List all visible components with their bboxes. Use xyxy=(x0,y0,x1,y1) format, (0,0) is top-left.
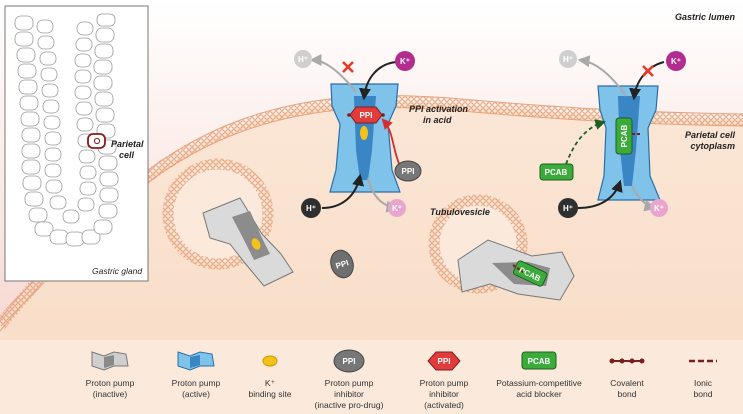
pcab-bound-active: PCAB xyxy=(615,117,633,155)
binding-site-center xyxy=(360,126,368,140)
parietal-cell-highlight xyxy=(87,133,106,149)
k-ion-out-right: K⁺ xyxy=(650,199,668,217)
svg-text:H⁺: H⁺ xyxy=(298,55,308,64)
svg-text:PPI: PPI xyxy=(438,357,451,366)
svg-text:K⁺: K⁺ xyxy=(654,204,664,213)
legend-pump-inactive-line2: (inactive) xyxy=(93,389,128,399)
k-ion-out-center: K⁺ xyxy=(388,199,406,217)
svg-text:PPI: PPI xyxy=(343,357,356,366)
ppi-approaching: PPI xyxy=(394,160,422,182)
parietal-cell-label-1: Parietal xyxy=(111,139,144,149)
legend-icon-binding-site xyxy=(262,355,278,367)
svg-text:PCAB: PCAB xyxy=(545,168,568,177)
block-x-right xyxy=(642,65,654,77)
legend-captions: Proton pump (inactive) Proton pump (acti… xyxy=(86,378,713,410)
pcab-bound-inactive: PCAB xyxy=(513,260,548,287)
gastric-lumen-label: Gastric lumen xyxy=(675,12,736,22)
legend-ppi-active-line3: (activated) xyxy=(424,400,464,410)
legend-covalent-line1: Covalent xyxy=(610,378,644,388)
svg-text:H⁺: H⁺ xyxy=(563,204,573,213)
svg-text:H⁺: H⁺ xyxy=(306,204,316,213)
legend-pcab-line1: Potassium-competitive xyxy=(496,378,582,388)
pcab-approaching: PCAB xyxy=(539,163,574,181)
svg-text:PPI: PPI xyxy=(360,111,373,120)
tubulovesicle-left xyxy=(162,158,294,287)
ppi-activated-bound: PPI xyxy=(349,106,383,124)
binding-site-left xyxy=(251,238,261,250)
svg-text:H⁺: H⁺ xyxy=(563,55,573,64)
legend-icon-pump-inactive xyxy=(91,351,129,371)
svg-text:K⁺: K⁺ xyxy=(392,204,402,213)
tubulovesicle-label: Tubulovesicle xyxy=(430,207,490,217)
parietal-cell-label-2: cell xyxy=(119,150,135,160)
legend-icon-ppi-inactive: PPI xyxy=(333,349,365,373)
legend-icon-ppi-active: PPI xyxy=(427,351,461,371)
tubulovesicle-right: PCAB Tubulovesicle xyxy=(428,194,575,301)
proton-pump-active-ppi: PPI xyxy=(329,83,401,193)
svg-text:PCAB: PCAB xyxy=(528,357,551,366)
parietal-cytoplasm-label-2: cytoplasm xyxy=(690,141,735,151)
legend-ppi-inactive-line3: (inactive pro-drug) xyxy=(315,400,384,410)
gastric-gland-inset: Parietal cell Gastric gland xyxy=(4,5,149,282)
svg-text:PPI: PPI xyxy=(335,258,350,271)
legend-ppi-active-line1: Proton pump xyxy=(420,378,469,388)
ppi-activation-label-2: in acid xyxy=(423,115,452,125)
legend-covalent-line2: bond xyxy=(618,389,637,399)
ppi-floating: PPI xyxy=(330,249,354,279)
legend-icon-covalent-bond xyxy=(609,358,645,364)
legend-panel xyxy=(0,340,743,414)
legend-icon-pcab: PCAB xyxy=(521,351,557,370)
k-ion-in-right: K⁺ xyxy=(666,51,686,71)
legend-ppi-inactive-line2: inhibitor xyxy=(334,389,364,399)
h-ion-out-center: H⁺ xyxy=(294,50,312,68)
legend-ionic-line1: Ionic xyxy=(694,378,713,388)
gastric-gland-label: Gastric gland xyxy=(92,266,142,276)
h-ion-out-right: H⁺ xyxy=(559,50,577,68)
svg-text:PPI: PPI xyxy=(402,167,415,176)
legend-binding-line1: K⁺ xyxy=(265,378,276,388)
k-ion-in-center: K⁺ xyxy=(395,51,415,71)
legend-ionic-line2: bond xyxy=(694,389,713,399)
legend-ppi-inactive-line1: Proton pump xyxy=(325,378,374,388)
legend-pump-inactive-line1: Proton pump xyxy=(86,378,135,388)
ppi-activation-label-1: PPI activation xyxy=(409,104,469,114)
legend-pcab-line2: acid blocker xyxy=(516,389,562,399)
svg-text:K⁺: K⁺ xyxy=(671,57,681,66)
svg-text:K⁺: K⁺ xyxy=(400,57,410,66)
block-x-center xyxy=(342,61,354,73)
legend-pump-active-line2: (active) xyxy=(182,389,210,399)
parietal-cytoplasm-label-1: Parietal cell xyxy=(685,130,736,140)
legend-icon-pump-active xyxy=(177,351,215,371)
svg-text:PCAB: PCAB xyxy=(620,124,629,147)
legend-pump-active-line1: Proton pump xyxy=(172,378,221,388)
legend-binding-line2: binding site xyxy=(248,389,291,399)
proton-pump-active-pcab: PCAB xyxy=(597,85,661,201)
h-ion-in-right: H⁺ xyxy=(558,198,578,218)
h-ion-in-center: H⁺ xyxy=(301,198,321,218)
legend-ppi-active-line2: inhibitor xyxy=(429,389,459,399)
